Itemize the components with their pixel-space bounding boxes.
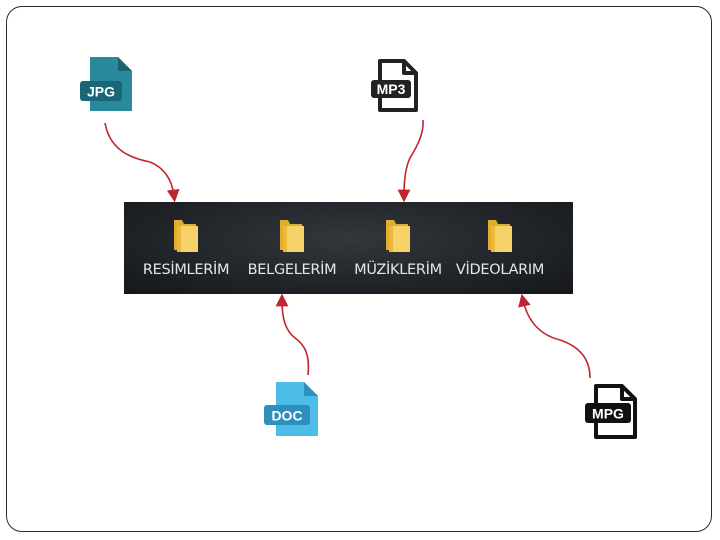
folder-belgelerim[interactable]: BELGELERİM — [242, 216, 342, 286]
folder-label: RESİMLERİM — [142, 262, 230, 278]
arrow-mpg-to-videolarim — [518, 293, 591, 379]
doc-file-label: DOC — [271, 408, 302, 424]
folder-icon — [174, 220, 198, 252]
arrow-mp3-to-muziklerim — [397, 119, 424, 203]
folder-label: VİDEOLARIM — [455, 262, 545, 278]
folder-icon — [386, 220, 410, 252]
mp3-file-icon: MP3 — [368, 58, 422, 119]
jpg-file-label: JPG — [87, 84, 115, 100]
mp3-file-label: MP3 — [377, 81, 406, 97]
folder-icon — [280, 220, 304, 252]
folder-panel: RESİMLERİM BELGELERİM MÜZİKLERİM VİDEOLA… — [124, 202, 573, 294]
mpg-file-label: MPG — [592, 406, 624, 422]
folder-muziklerim[interactable]: MÜZİKLERİM — [348, 216, 448, 286]
arrow-jpg-to-resimlerim — [104, 122, 180, 203]
doc-file-icon: DOC — [262, 380, 320, 443]
folder-label: BELGELERİM — [247, 262, 337, 278]
folder-icon — [488, 220, 512, 252]
folder-resimlerim[interactable]: RESİMLERİM — [136, 216, 236, 286]
mpg-file-icon: MPG — [582, 383, 640, 446]
folder-videolarim[interactable]: VİDEOLARIM — [450, 216, 550, 286]
folder-label: MÜZİKLERİM — [354, 262, 442, 278]
arrow-doc-to-belgelerim — [275, 293, 310, 376]
jpg-file-icon: JPG — [78, 55, 134, 118]
